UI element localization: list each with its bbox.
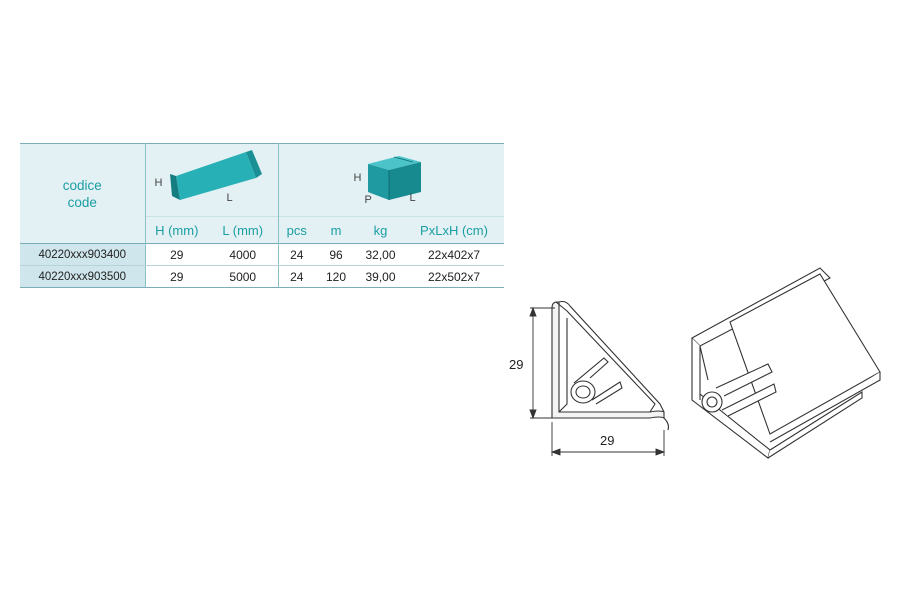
cross-section-drawing: [551, 300, 670, 431]
row-pcs: 24: [278, 243, 315, 266]
box-icon: [367, 156, 421, 200]
box-h-label: H: [353, 172, 362, 184]
row-m: 120: [315, 265, 357, 288]
col-pcs: pcs: [278, 216, 315, 244]
row-pack: 22x402x7: [404, 243, 504, 266]
table-row: 40220xxx903400 29 4000 24 96 32,00 22x40…: [20, 243, 504, 266]
row-pack: 22x502x7: [404, 265, 504, 288]
spec-table: codice code H L: [20, 143, 504, 288]
row-l: 5000: [208, 265, 279, 288]
profile-icon: [169, 150, 262, 200]
row-code: 40220xxx903400: [20, 243, 146, 266]
isometric-profile-drawing: [691, 267, 881, 459]
box-l-label: L: [409, 192, 416, 204]
dim-height-label: 29: [509, 357, 523, 372]
box-p-label: P: [364, 194, 372, 206]
col-m: m: [315, 216, 357, 244]
box-icon-cell: H P L: [278, 143, 504, 217]
col-h: H (mm): [145, 216, 208, 244]
row-kg: 32,00: [357, 243, 404, 266]
row-code: 40220xxx903500: [20, 265, 146, 288]
row-pcs: 24: [278, 265, 315, 288]
col-l: L (mm): [208, 216, 279, 244]
col-kg: kg: [357, 216, 404, 244]
col-pack: PxLxH (cm): [404, 216, 504, 244]
code-header-line2: code: [67, 194, 97, 210]
table-row: 40220xxx903500 29 5000 24 120 39,00 22x5…: [20, 265, 504, 288]
row-m: 96: [315, 243, 357, 266]
profile-icon-cell: H L: [145, 143, 279, 217]
row-h: 29: [145, 243, 208, 266]
code-header: codice code: [20, 143, 146, 244]
row-h: 29: [145, 265, 208, 288]
code-header-line1: codice: [62, 177, 102, 193]
row-kg: 39,00: [357, 265, 404, 288]
dimension-lines: [529, 306, 666, 456]
profile-h-label: H: [154, 177, 163, 189]
profile-l-label: L: [226, 192, 233, 204]
row-l: 4000: [208, 243, 279, 266]
dim-width-label: 29: [600, 433, 614, 448]
